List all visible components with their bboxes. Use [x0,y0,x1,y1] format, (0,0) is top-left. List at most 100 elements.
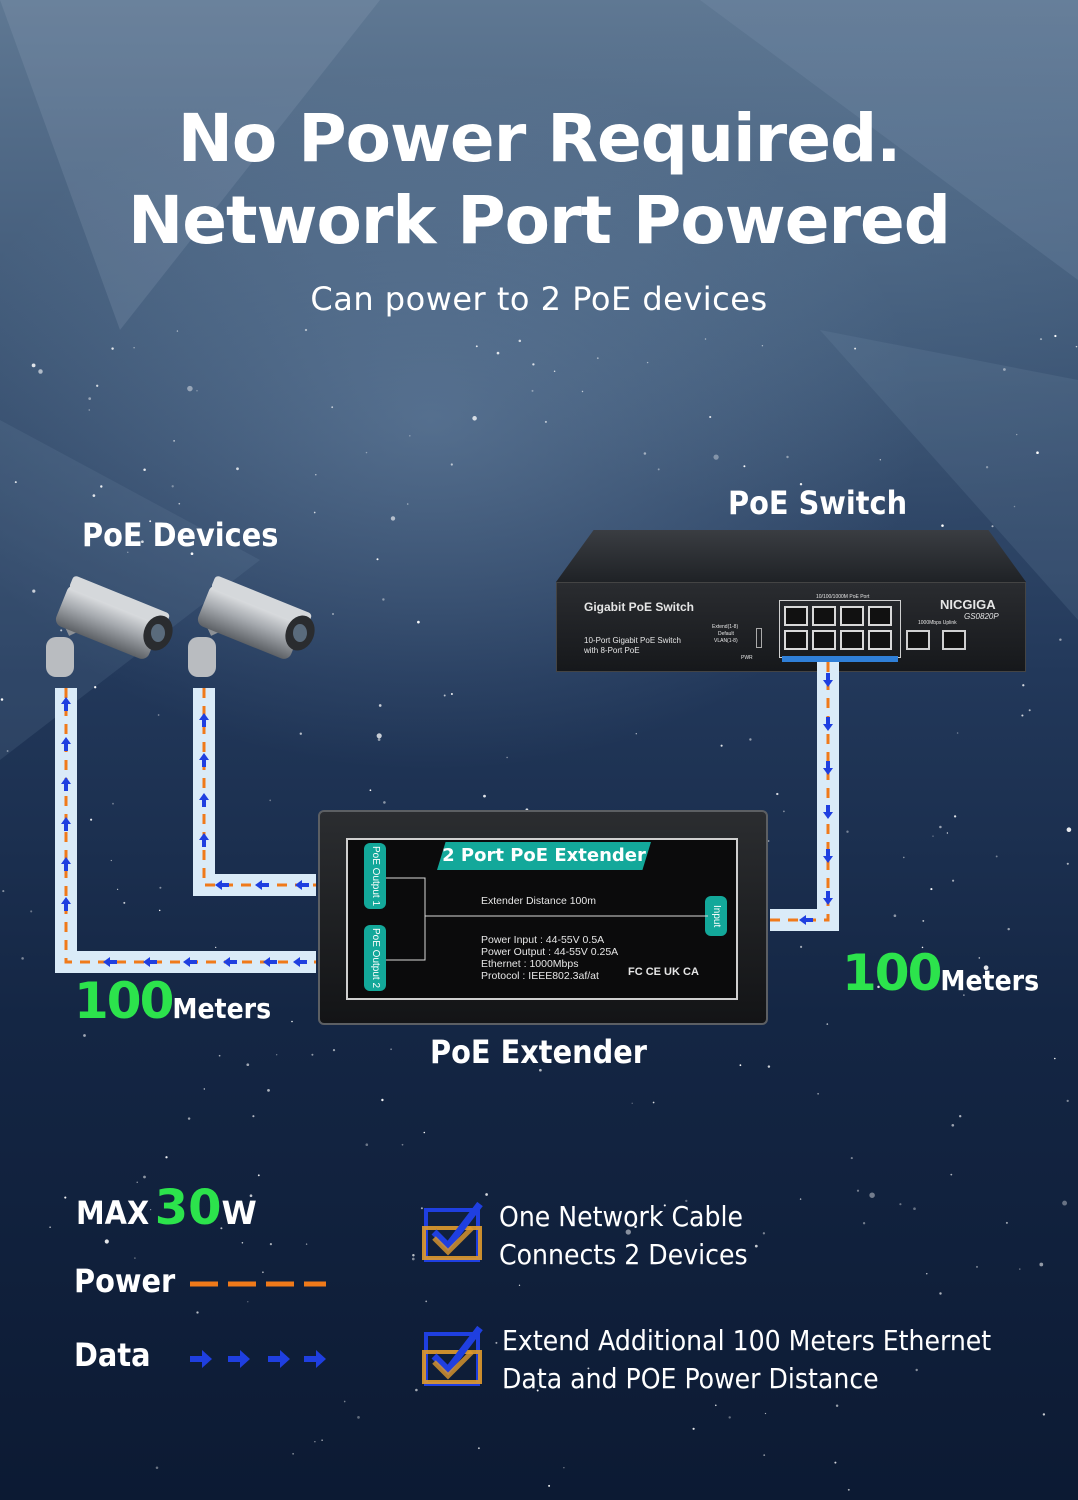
star [749,738,752,741]
camera-icon [188,576,315,677]
star [1013,505,1016,508]
star [1066,1099,1069,1103]
star [149,1208,152,1211]
star [1066,862,1069,865]
star [454,1057,457,1060]
camera-icon [46,576,173,677]
star [926,1273,928,1275]
star [321,1439,323,1441]
star [902,856,905,859]
data-arrow [61,817,71,831]
star [930,888,933,891]
max-value: 30 [154,1180,222,1236]
extender-output1-tab: PoE Output 1 [364,843,386,909]
poe-port [868,606,892,626]
star [173,440,175,442]
star [450,692,453,696]
star [415,1388,418,1392]
switch-brand: NICGIGA [940,597,996,612]
poe-switch-label: PoE Switch [728,484,908,522]
poe-port [784,606,808,626]
star [915,1368,918,1372]
checkbox-icon [422,1325,483,1386]
star [365,451,368,454]
star [720,744,723,747]
star [950,1173,953,1176]
star [1039,338,1043,341]
star [292,1453,294,1455]
star [267,1089,270,1092]
star [862,1222,866,1225]
star [1022,684,1025,687]
star [420,1207,423,1210]
power-flow [202,688,316,887]
star [332,1049,336,1052]
star [475,345,478,348]
star [369,789,372,792]
star [953,815,957,818]
star [314,1441,316,1443]
star [134,1257,136,1259]
star [743,465,746,468]
star [450,463,453,466]
star [64,1196,67,1199]
distance-left: 100Meters [74,972,271,1030]
star [754,1244,758,1248]
star [1036,451,1039,455]
star [257,1174,260,1177]
star [30,910,33,913]
star [299,732,302,735]
star [357,1416,360,1419]
star [1003,368,1006,371]
background-facets [0,0,1078,760]
star [548,1484,551,1487]
star [704,338,707,340]
star [847,1488,850,1491]
star [187,385,193,392]
distance-right-number: 100 [842,944,942,1002]
star [249,1194,253,1198]
star [60,629,63,632]
star [587,1367,590,1370]
star [970,977,973,980]
data-arrow [61,897,71,911]
star [893,914,897,918]
star [158,909,161,912]
star [800,945,803,948]
star [869,1192,875,1198]
star [236,467,239,471]
star [739,1064,742,1067]
star [1075,345,1078,348]
star [1021,714,1024,717]
star [713,454,719,460]
data-arrow [199,833,209,847]
data-arrow [199,713,209,727]
star [96,384,99,387]
data-arrow [823,891,833,905]
poe-port [784,630,808,650]
data-arrow [295,880,309,890]
star [854,347,857,350]
switch-desc-line1: 10-Port Gigabit PoE Switch [584,636,681,645]
poe-port [812,630,836,650]
star [377,738,381,741]
star [1054,334,1057,338]
data-arrow [215,880,229,890]
star [390,1048,392,1051]
star [581,390,584,393]
data-flow-arrows [61,673,833,967]
switch-uplink-header: 1000Mbps Uplink [918,620,957,626]
star [6,750,9,752]
uplink-port-10 [942,630,966,650]
star [443,694,446,697]
feature-2-line2: Data and POE Power Distance [502,1362,879,1395]
legend-power-line [190,1281,326,1287]
star [215,946,217,949]
star [247,1301,249,1303]
star [963,994,965,996]
star [531,389,534,392]
star [159,886,162,889]
switch-mode-vlan: VLAN(1-8) [714,638,738,644]
data-arrow [103,957,117,967]
